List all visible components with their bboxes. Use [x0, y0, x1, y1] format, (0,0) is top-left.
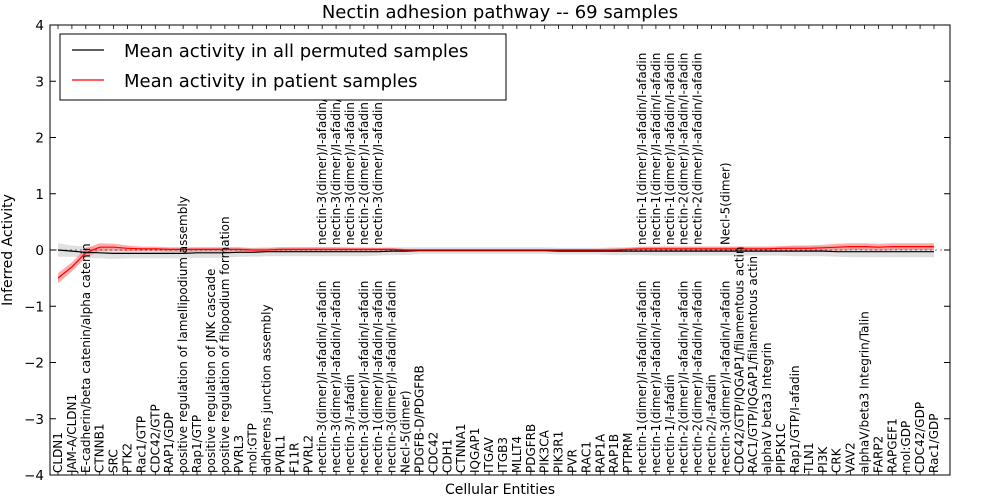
legend-label-patient: Mean activity in patient samples [124, 71, 418, 92]
x-category-label-upper: nectin-3(dimer)/I-afadin [371, 102, 385, 245]
x-category-label: PVR [566, 449, 580, 473]
x-category-label-upper: nectin-1(dimer)/I-afadin/I-afadin [649, 53, 663, 245]
x-category-label: PIP5K1C [774, 423, 788, 473]
x-category-label: nectin-1/I-afadin [663, 374, 677, 473]
y-tick-label: −2 [24, 356, 44, 372]
x-category-label-upper: nectin-1(dimer)/I-afadin/I-afadin [663, 53, 677, 245]
x-category-label: RAP1B [607, 434, 621, 473]
y-tick-label: 2 [35, 131, 44, 147]
y-axis-label: Inferred Activity [0, 194, 16, 306]
x-category-label: VAV2 [844, 442, 858, 473]
legend-box [59, 33, 507, 101]
x-category-label: CDH1 [440, 439, 454, 473]
x-category-label: Rap1/GTP/I-afadin [788, 365, 802, 473]
x-category-label-upper: nectin-3(dimer)/I-afadin/I-afadin [315, 53, 329, 245]
x-category-label: nectin-1(dimer)/I-afadin/I-afadin [371, 281, 385, 473]
x-category-label: CLDN1 [51, 432, 65, 473]
x-category-label: FARP2 [871, 436, 885, 473]
y-tick-label: 4 [35, 18, 44, 34]
x-category-label: nectin-1(dimer)/I-afadin/I-afadin [649, 281, 663, 473]
x-category-label-upper: nectin-3(dimer)/I-afadin/I-afadin [329, 53, 343, 245]
x-category-label: mol:GTP [246, 423, 260, 473]
x-category-label: positive regulation of JNK cascade [204, 269, 218, 473]
x-category-label: Rap1/GTP [190, 415, 204, 473]
x-category-label: nectin-2(dimer)/I-afadin/I-afadin [691, 281, 705, 473]
x-category-label: PTK2 [121, 443, 135, 473]
x-category-label: PDGFRB [524, 424, 538, 473]
x-category-label: IQGAP1 [468, 428, 482, 473]
x-category-label: F11R [287, 442, 301, 473]
x-category-label: nectin-2/I-afadin [705, 374, 719, 473]
x-category-label: CDC42/GTP [148, 404, 162, 473]
x-category-label: nectin-3(dimer)/I-afadin/I-afadin [315, 281, 329, 473]
x-category-label: CDC42/GTP/IQGAP1/filamentous actin [732, 247, 746, 473]
x-category-label: PTPRM [621, 433, 635, 474]
x-category-label: RAP1/GDP [162, 412, 176, 473]
x-category-label: JAM-A/CLDN1 [65, 394, 79, 474]
x-category-label: E-cadherin/beta catenin/alpha catenin [79, 243, 93, 473]
x-category-label: MLLT4 [510, 436, 524, 473]
x-category-label: PIK3R1 [552, 431, 566, 473]
x-category-label: RAP1A [593, 433, 607, 473]
x-category-label: nectin-1(dimer)/I-afadin/I-afadin [635, 281, 649, 473]
x-category-label: positive regulation of lamellipodium ass… [176, 196, 190, 473]
y-tick-label: −4 [24, 468, 44, 484]
x-category-label: TLN1 [802, 442, 816, 474]
x-category-label: nectin-2(dimer)/I-afadin/I-afadin [677, 281, 691, 473]
x-category-label: adherens junction assembly [260, 304, 274, 473]
x-category-label: PVRL3 [232, 435, 246, 473]
x-category-label: CTNNA1 [454, 423, 468, 473]
x-category-label: SRC [107, 449, 121, 473]
x-category-label: nectin-3/I-afadin [343, 374, 357, 473]
x-category-label: alphaV beta3 Integrin [760, 342, 774, 473]
x-axis-label: Cellular Entities [445, 482, 555, 498]
x-category-label: CDC42 [426, 432, 440, 473]
x-category-label: Necl-5(dimer) [399, 390, 413, 473]
chart-title: Nectin adhesion pathway -- 69 samples [322, 2, 678, 23]
x-category-label: alphaV/beta3 Integrin/Talin [858, 311, 872, 473]
x-category-label-upper: nectin-1(dimer)/I-afadin/I-afadin [635, 53, 649, 245]
x-category-label: PIK3CA [538, 429, 552, 473]
y-tick-label: 3 [35, 74, 44, 90]
x-category-label-upper: nectin-2(dimer)/I-afadin [357, 102, 371, 245]
x-category-label: ITGB3 [496, 437, 510, 473]
x-category-label-upper: nectin-3(dimer)/I-afadin [343, 102, 357, 245]
x-category-label: PVRL1 [274, 435, 288, 473]
x-category-label: RAPGEF1 [885, 418, 899, 473]
x-category-label-upper: nectin-2(dimer)/I-afadin/I-afadin [677, 53, 691, 245]
x-category-label: RAC1 [579, 441, 593, 473]
y-tick-label: 1 [35, 187, 44, 203]
x-category-label: ITGAV [482, 436, 496, 473]
x-category-label: CDC42/GDP [913, 402, 927, 473]
x-category-label: nectin-3(dimer)/I-afadin/I-afadin [385, 281, 399, 473]
x-category-label: RAC1/GTP/IQGAP1/filamentous actin [746, 256, 760, 473]
y-tick-label: −3 [24, 412, 44, 428]
series-line-1 [57, 246, 934, 279]
x-category-label: mol:GDP [899, 421, 913, 473]
x-category-label: CRK [830, 447, 844, 473]
x-category-label: nectin-3(dimer)/I-afadin/I-afadin [357, 281, 371, 473]
x-category-label: PI3K [816, 446, 830, 473]
x-category-label-upper: nectin-2(dimer)/I-afadin/I-afadin [691, 53, 705, 245]
x-category-label: positive regulation of filopodium format… [218, 216, 232, 473]
legend-label-permuted: Mean activity in all permuted samples [124, 41, 468, 62]
x-category-label: PDGFB-D/PDGFRB [413, 365, 427, 473]
x-category-label-upper: Necl-5(dimer) [718, 162, 732, 245]
x-category-label: PVRL2 [301, 435, 315, 473]
y-tick-label: −1 [24, 299, 44, 315]
x-category-label: Rac1/GDP [927, 414, 941, 473]
legend: Mean activity in all permuted samples Me… [59, 33, 507, 101]
y-tick-label: 0 [35, 243, 44, 259]
x-category-label: Rac1/GTP [134, 416, 148, 473]
x-category-label: CTNNB1 [93, 423, 107, 473]
x-category-label: nectin-3(dimer)/I-afadin/I-afadin [718, 281, 732, 473]
x-category-label: nectin-3(dimer)/I-afadin/I-afadin [329, 281, 343, 473]
